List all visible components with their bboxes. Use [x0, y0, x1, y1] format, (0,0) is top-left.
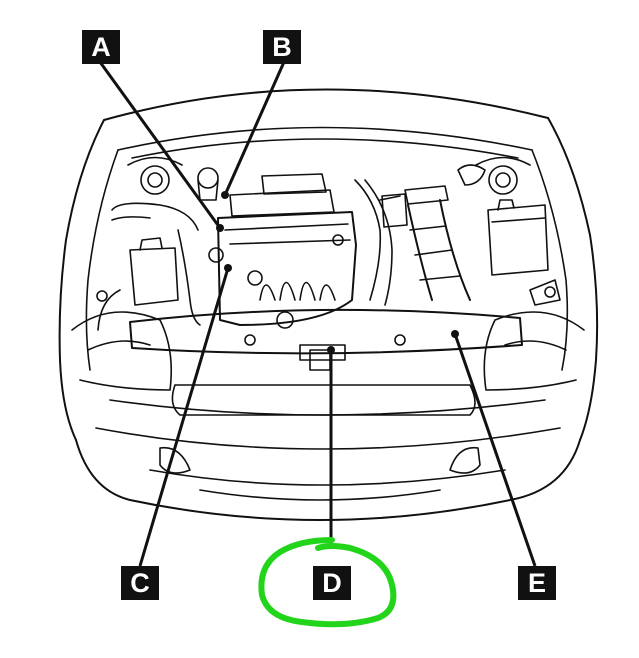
leader-dot-e — [451, 330, 459, 338]
leader-dot-b — [221, 191, 229, 199]
callout-label-c: C — [121, 566, 159, 600]
car-body-outline — [58, 88, 599, 521]
engine-block — [208, 173, 357, 329]
leader-line-e — [453, 333, 537, 567]
callout-label-a: A — [82, 30, 120, 64]
leader-line-a — [98, 61, 222, 229]
callout-label-d: D — [313, 566, 351, 600]
leader-dot-a — [216, 224, 224, 232]
radiator-support — [129, 308, 523, 361]
right-components — [96, 164, 561, 306]
leader-dot-d — [327, 346, 335, 354]
callout-label-b: B — [263, 30, 301, 64]
leader-lines — [98, 61, 537, 567]
leader-line-c — [138, 267, 230, 567]
highlight-circle — [258, 537, 397, 628]
callout-label-e: E — [518, 566, 556, 600]
left-components — [97, 167, 219, 331]
leader-dot-c — [224, 264, 232, 272]
leader-line-b — [223, 61, 286, 196]
strut-towers — [127, 156, 531, 195]
